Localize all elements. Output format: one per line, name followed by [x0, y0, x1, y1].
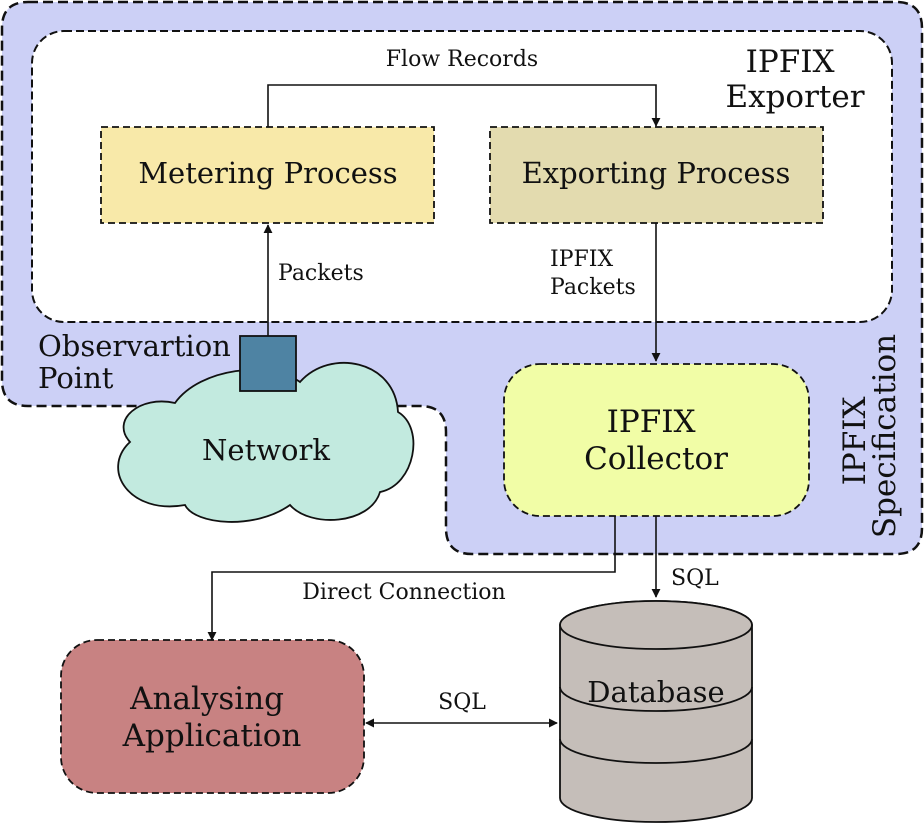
analysing-application-label: Analysing Application: [122, 681, 302, 754]
direct-connection-arrow: [207, 516, 616, 641]
observation-point-label: Observartion Point: [38, 329, 240, 395]
ipfix-packets-label-line-2: Packets: [550, 275, 636, 300]
collector-label-line-2: Collector: [584, 441, 728, 477]
analysing-application-label-line-1: Analysing: [129, 681, 284, 717]
specification-label-line-1: IPFIX: [837, 396, 873, 485]
ipfix-packets-label: IPFIX Packets: [550, 247, 636, 300]
exporter-region: [31, 30, 893, 323]
flow-records-arrow: [267, 84, 661, 127]
flow-records-label: Flow Records: [386, 47, 538, 72]
database-cylinder: [559, 600, 753, 823]
analysing-application-label-line-2: Application: [122, 718, 302, 754]
specification-label: IPFIX Specification: [837, 334, 903, 538]
database-label: Database: [587, 675, 724, 709]
exporting-process-label: Exporting Process: [522, 156, 791, 190]
direct-connection-label: Direct Connection: [302, 580, 505, 605]
database-ring-2: [559, 738, 753, 764]
app-db-sql-label: SQL: [438, 690, 486, 715]
observation-point-square: [239, 335, 297, 392]
exporter-label-line-2: Exporter: [725, 79, 864, 115]
observation-point-label-line-2: Point: [38, 361, 114, 395]
collector-label: IPFIX Collector: [584, 404, 728, 477]
collector-db-sql-label: SQL: [671, 566, 719, 591]
exporter-label: IPFIX Exporter: [725, 44, 864, 115]
analysing-application-box: [60, 639, 365, 794]
specification-label-line-2: Specification: [867, 334, 903, 538]
exporting-process-box: [489, 126, 824, 224]
collector-box: [503, 363, 810, 517]
metering-process-label: Metering Process: [138, 156, 397, 190]
collector-label-line-1: IPFIX: [607, 404, 696, 440]
packets-label: Packets: [278, 261, 364, 286]
observation-point-label-line-1: Observartion: [38, 329, 231, 363]
database-top: [559, 600, 753, 650]
database-ring-1: [559, 686, 753, 712]
exporter-label-line-1: IPFIX: [746, 44, 835, 80]
ipfix-packets-label-line-1: IPFIX: [550, 247, 613, 272]
network-cloud: [117, 361, 415, 523]
network-label: Network: [202, 433, 330, 467]
